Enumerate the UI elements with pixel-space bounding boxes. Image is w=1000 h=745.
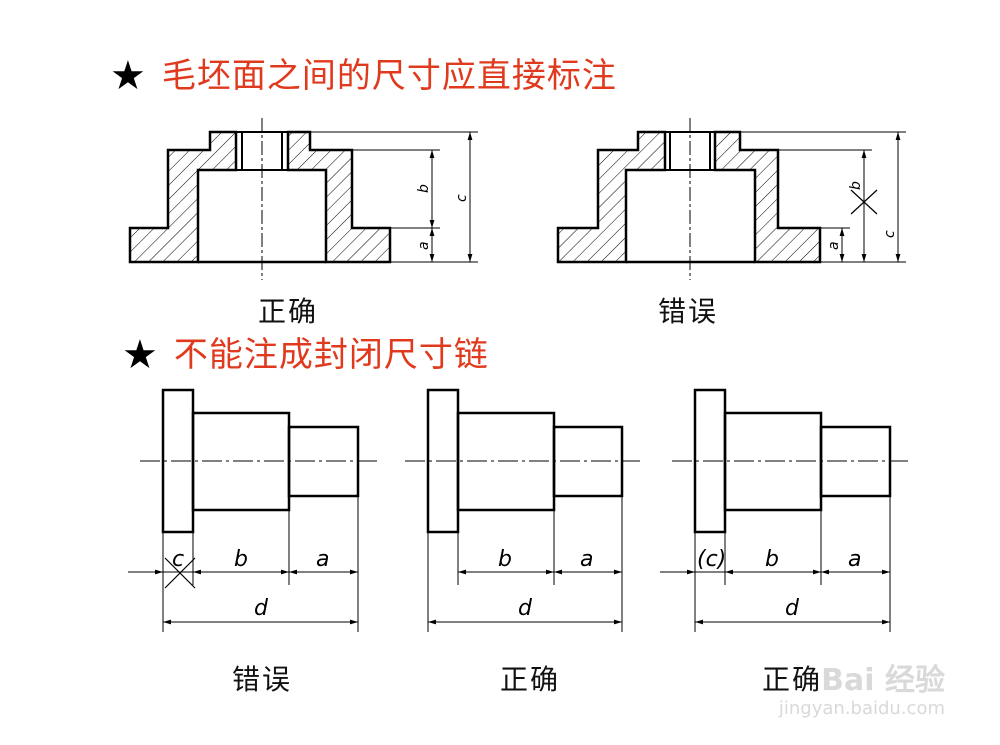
dim-label-c-reference: (c) (697, 547, 726, 572)
section2-title: 不能注成封闭尺寸链 (173, 335, 489, 375)
shaft-wrong: c b a d (128, 388, 378, 632)
star-icon: ★ (122, 332, 158, 378)
dim-label-c: c (454, 194, 470, 202)
casting-section-left (128, 130, 238, 264)
dim-label-d: d (785, 596, 800, 621)
dim-label-a: a (316, 547, 329, 572)
dim-label-b: b (234, 547, 248, 572)
dim-label-c: c (172, 547, 184, 572)
casting-correct: b a c (128, 118, 478, 280)
caption-casting-wrong: 错误 (658, 295, 719, 328)
dim-label-a: a (848, 547, 861, 572)
caption-shaft-correct-1: 正确 (500, 663, 561, 696)
cross-mark-icon (164, 557, 196, 589)
dim-label-b: b (765, 547, 779, 572)
caption-shaft-correct-2: 正确 (762, 663, 823, 696)
casting-section-left (556, 130, 667, 264)
casting-wrong: b a c (556, 118, 906, 280)
shaft-correct-2: (c) b a d (660, 388, 908, 632)
watermark-url: jingyan.baidu.com (778, 698, 945, 719)
caption-shaft-wrong: 错误 (232, 663, 293, 696)
section1-heading: ★ 毛坯面之间的尺寸应直接标注 (110, 56, 617, 96)
dim-label-d: d (254, 596, 269, 621)
casting-section-right (713, 130, 822, 264)
cross-mark-icon (850, 189, 878, 215)
dim-label-b: b (416, 184, 432, 193)
caption-casting-correct: 正确 (258, 295, 319, 328)
dim-label-b: b (498, 547, 512, 572)
dim-label-b: b (848, 181, 864, 190)
dim-label-a: a (416, 241, 432, 250)
star-icon: ★ (110, 53, 146, 99)
dim-label-a: a (826, 241, 842, 250)
shaft-correct-1: b a d (405, 388, 640, 632)
dim-label-a: a (580, 547, 593, 572)
dim-label-c: c (882, 230, 898, 238)
casting-section-right (286, 130, 392, 264)
section2-heading: ★ 不能注成封闭尺寸链 (122, 335, 489, 375)
watermark-logo: Bai 经验 (821, 663, 945, 698)
dim-label-d: d (518, 596, 533, 621)
section1-title: 毛坯面之间的尺寸应直接标注 (161, 56, 617, 96)
